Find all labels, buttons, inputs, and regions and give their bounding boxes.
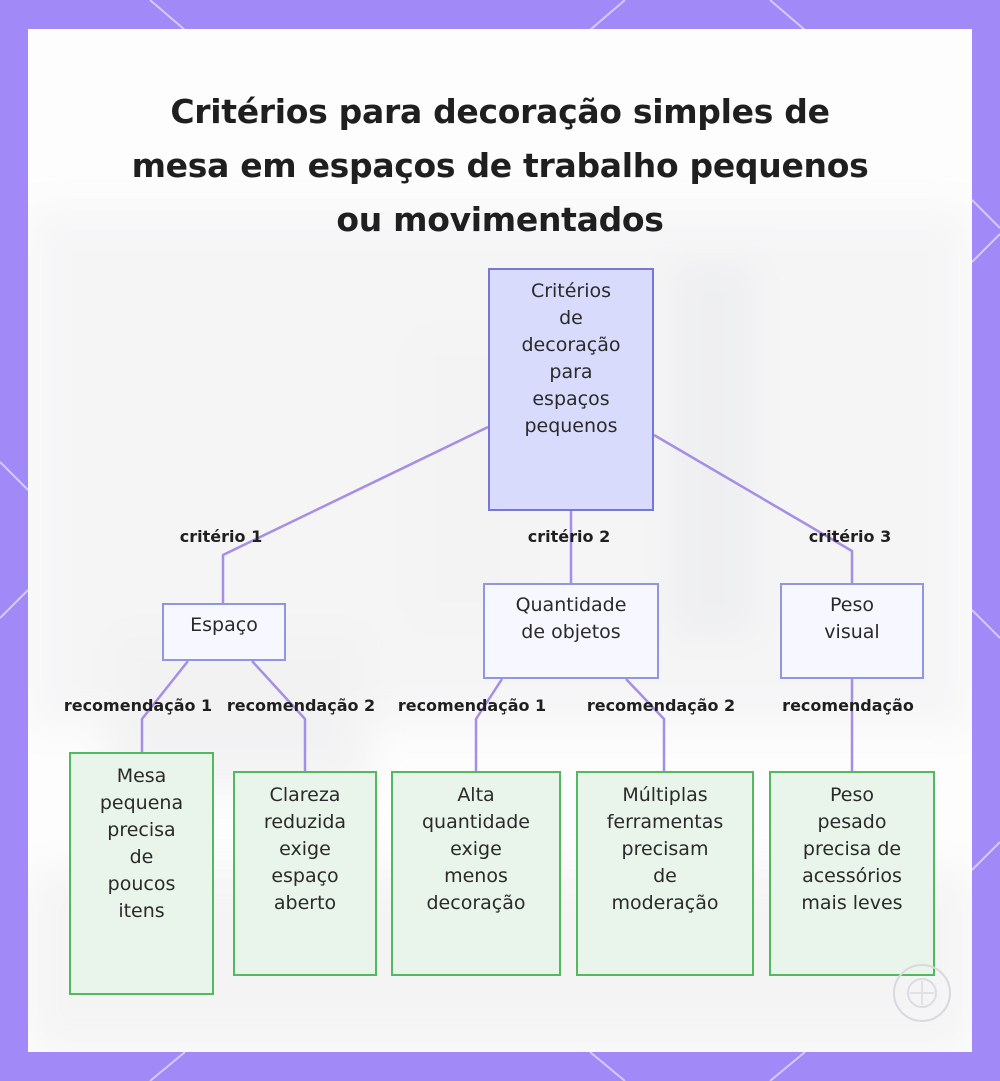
edge-criterion-2-rec-2: [625, 678, 666, 771]
node-text-line: precisa de: [802, 838, 902, 860]
title-line: Critérios para decoração simples de: [170, 92, 830, 131]
recommendation-label: recomendação: [782, 696, 914, 715]
node-text-line: mais leves: [801, 892, 903, 914]
node-text-line: moderação: [611, 892, 719, 914]
edge-criterion-1-rec-2: [251, 660, 307, 771]
node-text-line: Múltiplas: [622, 784, 708, 806]
node-text-line: precisa: [107, 819, 176, 841]
criterion-node-quantidade: Quantidade de objetos: [483, 583, 659, 679]
node-text-line: visual: [824, 621, 880, 643]
node-text-line: itens: [118, 900, 165, 922]
content-panel: Critérios para decoração simples de mesa…: [28, 29, 972, 1052]
node-text-line: quantidade: [422, 811, 530, 833]
recommendation-node: Peso pesado precisa de acessórios mais l…: [769, 771, 935, 976]
page-title: Critérios para decoração simples de mesa…: [28, 85, 972, 247]
node-text-line: pequenos: [524, 415, 618, 437]
node-text-line: de: [653, 865, 677, 887]
node-text-line: Quantidade: [515, 594, 627, 616]
node-text-line: Alta: [457, 784, 495, 806]
watermark-seal-icon: [893, 964, 951, 1022]
recommendation-label: recomendação 2: [226, 696, 376, 715]
node-text-line: Critérios: [530, 280, 612, 302]
recommendation-node: Múltiplas ferramentas precisam de modera…: [576, 771, 754, 976]
node-text-line: pesado: [817, 811, 887, 833]
node-text-line: para: [549, 361, 593, 383]
node-text-line: precisam: [621, 838, 709, 860]
node-text-line: exige: [279, 838, 331, 860]
recommendation-label: recomendação 1: [63, 696, 213, 715]
node-text-line: pequena: [99, 792, 184, 814]
node-text-line: de: [559, 307, 583, 329]
node-text-line: espaços: [532, 388, 610, 410]
criterion-node-espaco: Espaço: [162, 603, 286, 661]
title-line: mesa em espaços de trabalho pequenos: [131, 146, 869, 185]
node-text-line: de objetos: [521, 621, 621, 643]
title-line: ou movimentados: [336, 200, 664, 239]
node-text-line: espaço: [271, 865, 339, 887]
node-text-line: menos: [444, 865, 508, 887]
recommendation-label: recomendação 1: [397, 696, 547, 715]
edge-criterion-2-rec-1: [474, 678, 504, 771]
recommendation-node: Mesa pequena precisa de poucos itens: [69, 752, 214, 995]
node-text-line: decoração: [521, 334, 621, 356]
node-text-line: Clareza: [269, 784, 341, 806]
node-text-line: decoração: [426, 892, 526, 914]
node-text-line: acessórios: [802, 865, 902, 887]
node-text-line: Peso: [830, 594, 874, 616]
node-text-line: aberto: [273, 892, 337, 914]
recommendation-node: Clareza reduzida exige espaço aberto: [233, 771, 377, 976]
diagram-connectors: [140, 425, 854, 771]
criterion-1-label: critério 1: [179, 527, 263, 546]
node-text-line: Peso: [830, 784, 874, 806]
node-text-line: Espaço: [190, 614, 258, 636]
node-text-line: poucos: [107, 873, 176, 895]
edge-root-criterion-3: [653, 433, 854, 583]
node-text-line: reduzida: [263, 811, 347, 833]
root-node: Critérios de decoração para espaços pequ…: [488, 268, 654, 511]
node-text-line: exige: [450, 838, 502, 860]
criterion-2-label: critério 2: [527, 527, 611, 546]
criterion-3-label: critério 3: [808, 527, 892, 546]
criterion-node-peso-visual: Peso visual: [780, 583, 924, 679]
recommendation-label: recomendação 2: [586, 696, 736, 715]
edge-criterion-1-rec-1: [140, 660, 189, 752]
edge-root-criterion-1: [221, 425, 489, 603]
node-text-line: Mesa: [116, 765, 167, 787]
recommendation-node: Alta quantidade exige menos decoração: [391, 771, 561, 976]
node-text-line: ferramentas: [606, 811, 724, 833]
node-text-line: de: [129, 846, 154, 868]
